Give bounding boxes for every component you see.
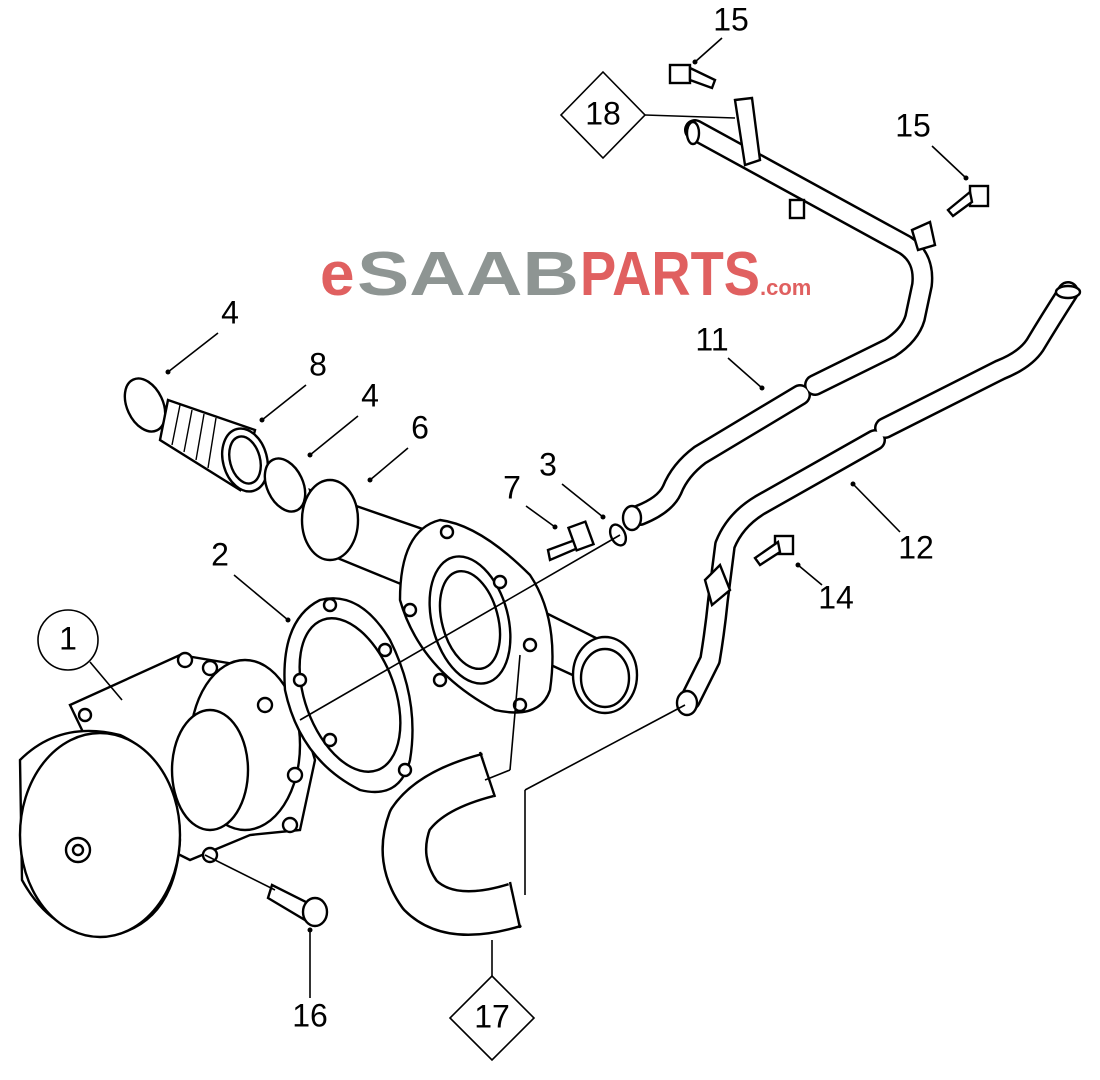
callout-4-upper[interactable]: 4 [165, 294, 239, 375]
callout-7[interactable]: 7 [503, 469, 558, 530]
bolt-16[interactable] [266, 883, 329, 928]
svg-text:2: 2 [211, 536, 229, 572]
svg-text:17: 17 [474, 998, 510, 1034]
svg-text:7: 7 [503, 469, 521, 505]
bolt-15-upper[interactable] [668, 63, 717, 90]
callout-18[interactable]: 18 [559, 70, 736, 160]
logo-com: .com [760, 275, 811, 300]
coolant-pipe-12[interactable] [675, 281, 1082, 717]
o-ring-4-upper[interactable] [117, 372, 173, 438]
esaabparts-logo: e SAAB PARTS .com [320, 240, 811, 309]
assembly-lines [204, 534, 686, 895]
logo-saab: SAAB [357, 240, 579, 309]
connector-tube-8[interactable] [158, 398, 275, 497]
svg-text:18: 18 [585, 95, 621, 131]
callout-11[interactable]: 11 [695, 321, 765, 391]
callout-6[interactable]: 6 [367, 409, 429, 483]
callout-3[interactable]: 3 [539, 446, 606, 520]
callout-15-right[interactable]: 15 [895, 107, 969, 181]
svg-text:3: 3 [539, 446, 557, 482]
callout-12[interactable]: 12 [850, 481, 934, 566]
thermostat-housing-6[interactable] [300, 478, 639, 715]
o-ring-3[interactable] [607, 522, 629, 548]
svg-text:12: 12 [898, 529, 934, 565]
svg-text:15: 15 [895, 107, 931, 143]
callout-16[interactable]: 16 [292, 927, 328, 1034]
svg-text:6: 6 [411, 409, 429, 445]
coolant-hose-17[interactable] [381, 751, 522, 936]
svg-text:16: 16 [292, 997, 328, 1033]
callout-4-lower[interactable]: 4 [307, 377, 379, 458]
callout-15-upper[interactable]: 15 [692, 1, 749, 65]
svg-text:1: 1 [59, 620, 77, 656]
svg-text:4: 4 [221, 294, 239, 330]
svg-text:15: 15 [713, 1, 749, 37]
svg-text:4: 4 [361, 377, 379, 413]
coolant-pipe-11[interactable] [621, 96, 937, 532]
gasket-2[interactable] [280, 597, 419, 794]
logo-parts: PARTS [580, 240, 760, 309]
callout-17[interactable]: 17 [448, 940, 536, 1062]
svg-text:11: 11 [695, 321, 728, 357]
bolt-14[interactable] [753, 534, 795, 567]
bolt-7[interactable] [546, 520, 596, 562]
water-pump-1[interactable] [18, 651, 317, 939]
logo-e: e [320, 240, 354, 309]
svg-text:8: 8 [309, 346, 327, 382]
callout-8[interactable]: 8 [259, 346, 327, 423]
callout-14[interactable]: 14 [795, 562, 854, 616]
o-ring-4-lower[interactable] [257, 452, 313, 518]
callout-2[interactable]: 2 [211, 536, 291, 623]
svg-text:14: 14 [818, 579, 854, 615]
bolt-15-right[interactable] [946, 184, 990, 218]
callout-1[interactable]: 1 [37, 609, 123, 701]
